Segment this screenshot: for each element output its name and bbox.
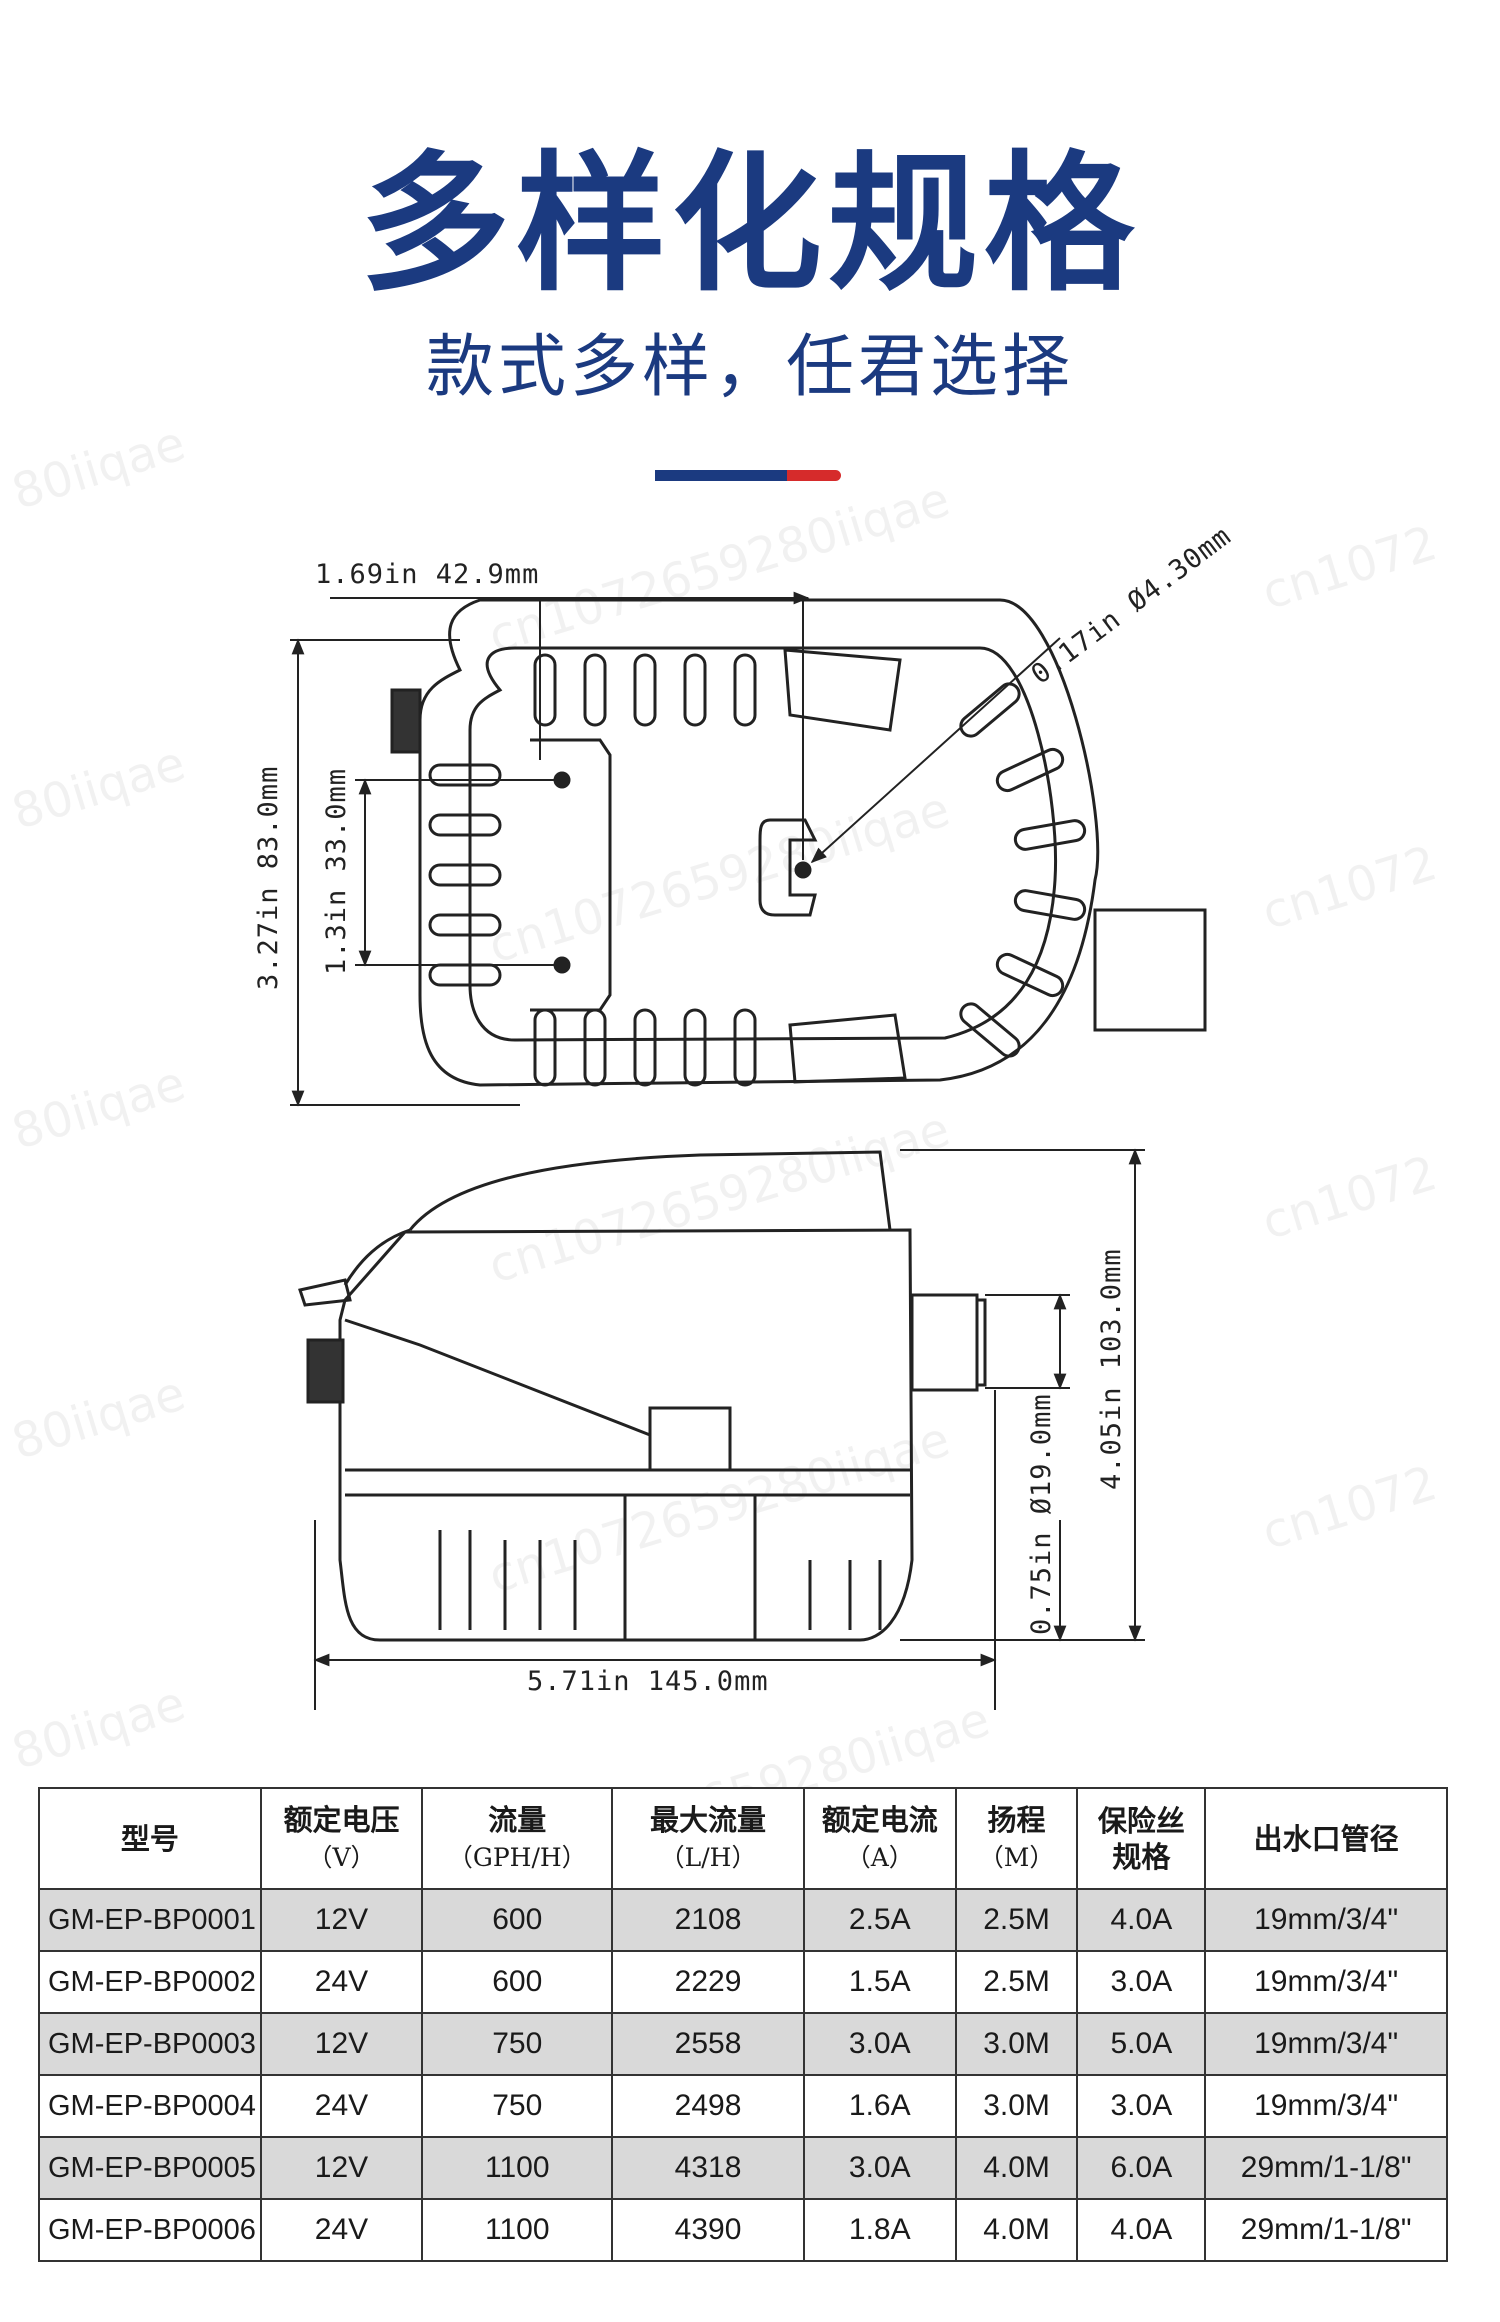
hole-diameter-dimension: 0.17in Ø4.30mm bbox=[1026, 520, 1238, 690]
table-row: GM-EP-BP0002 24V 600 2229 1.5A 2.5M 3.0A… bbox=[38, 1950, 1448, 2014]
cell-max-flow: 2108 bbox=[611, 1888, 805, 1952]
side-view-dimensions bbox=[313, 1148, 1145, 1710]
cell-head: 3.0M bbox=[954, 2012, 1079, 2076]
cell-fuse: 4.0A bbox=[1076, 2198, 1207, 2262]
cell-flow: 1100 bbox=[421, 2136, 614, 2200]
side-height-dimension: 4.05in 103.0mm bbox=[1096, 1248, 1127, 1490]
cell-voltage: 24V bbox=[259, 2074, 424, 2138]
cell-voltage: 24V bbox=[259, 2198, 424, 2262]
cell-voltage: 24V bbox=[259, 1950, 424, 2014]
header-max-flow: 最大流量（L/H） bbox=[611, 1787, 805, 1890]
cell-fuse: 6.0A bbox=[1076, 2136, 1207, 2200]
page-title: 多样化规格 bbox=[359, 138, 1140, 312]
pump-top-view bbox=[390, 598, 1207, 1087]
cell-head: 2.5M bbox=[954, 1888, 1079, 1952]
header-flow: 流量（GPH/H） bbox=[421, 1787, 614, 1890]
cell-max-flow: 4390 bbox=[611, 2198, 805, 2262]
top-view-dimensions bbox=[290, 591, 1061, 1107]
cell-max-flow: 2498 bbox=[611, 2074, 805, 2138]
cell-flow: 1100 bbox=[421, 2198, 614, 2262]
cell-fuse: 3.0A bbox=[1076, 1950, 1207, 2014]
spec-table: 型号 额定电压（V） 流量（GPH/H） 最大流量（L/H） 额定电流（A） 扬… bbox=[38, 1787, 1448, 2262]
page-subtitle: 款式多样，任君选择 bbox=[425, 328, 1074, 407]
inner-spacing-dimension: 1.3in 33.0mm bbox=[321, 768, 352, 975]
table-row: GM-EP-BP0006 24V 1100 4390 1.8A 4.0M 4.0… bbox=[38, 2198, 1448, 2262]
header-model: 型号 bbox=[38, 1787, 262, 1890]
cell-outlet: 29mm/1-1/8" bbox=[1204, 2136, 1448, 2200]
header-current: 额定电流（A） bbox=[802, 1787, 957, 1890]
cell-head: 2.5M bbox=[954, 1950, 1079, 2014]
table-header-row: 型号 额定电压（V） 流量（GPH/H） 最大流量（L/H） 额定电流（A） 扬… bbox=[38, 1787, 1448, 1890]
pump-technical-drawing: 1.69in 42.9mm 0.17in Ø4.30mm 3.27in 83.0… bbox=[253, 520, 1238, 1710]
cell-flow: 600 bbox=[421, 1888, 614, 1952]
accent-divider-red bbox=[787, 470, 841, 481]
pump-side-view bbox=[298, 1150, 987, 1642]
cell-head: 4.0M bbox=[954, 2136, 1079, 2200]
cell-max-flow: 4318 bbox=[611, 2136, 805, 2200]
cell-model: GM-EP-BP0006 bbox=[38, 2198, 262, 2262]
cell-max-flow: 2558 bbox=[611, 2012, 805, 2076]
cell-outlet: 19mm/3/4" bbox=[1204, 1888, 1448, 1952]
cell-current: 3.0A bbox=[802, 2012, 957, 2076]
accent-divider bbox=[655, 470, 841, 481]
cell-outlet: 29mm/1-1/8" bbox=[1204, 2198, 1448, 2262]
cell-current: 3.0A bbox=[802, 2136, 957, 2200]
side-length-dimension: 5.71in 145.0mm bbox=[527, 1666, 769, 1697]
cell-current: 1.5A bbox=[802, 1950, 957, 2014]
cell-outlet: 19mm/3/4" bbox=[1204, 2012, 1448, 2076]
outlet-diameter-dimension: 0.75in Ø19.0mm bbox=[1026, 1393, 1057, 1635]
header-fuse: 保险丝规格 bbox=[1076, 1787, 1207, 1890]
cell-current: 2.5A bbox=[802, 1888, 957, 1952]
cell-fuse: 5.0A bbox=[1076, 2012, 1207, 2076]
cell-current: 1.8A bbox=[802, 2198, 957, 2262]
header-head: 扬程（M） bbox=[954, 1787, 1079, 1890]
cell-head: 3.0M bbox=[954, 2074, 1079, 2138]
cell-model: GM-EP-BP0003 bbox=[38, 2012, 262, 2076]
table-row: GM-EP-BP0001 12V 600 2108 2.5A 2.5M 4.0A… bbox=[38, 1888, 1448, 1952]
accent-divider-blue bbox=[655, 470, 787, 481]
cell-model: GM-EP-BP0004 bbox=[38, 2074, 262, 2138]
cell-flow: 750 bbox=[421, 2012, 614, 2076]
cell-max-flow: 2229 bbox=[611, 1950, 805, 2014]
header-outlet: 出水口管径 bbox=[1204, 1787, 1448, 1890]
cell-flow: 750 bbox=[421, 2074, 614, 2138]
cell-flow: 600 bbox=[421, 1950, 614, 2014]
cell-model: GM-EP-BP0005 bbox=[38, 2136, 262, 2200]
cell-outlet: 19mm/3/4" bbox=[1204, 2074, 1448, 2138]
top-width-dimension: 1.69in 42.9mm bbox=[315, 559, 539, 590]
cell-fuse: 4.0A bbox=[1076, 1888, 1207, 1952]
cell-model: GM-EP-BP0002 bbox=[38, 1950, 262, 2014]
cell-voltage: 12V bbox=[259, 1888, 424, 1952]
cell-outlet: 19mm/3/4" bbox=[1204, 1950, 1448, 2014]
cell-voltage: 12V bbox=[259, 2136, 424, 2200]
header-voltage: 额定电压（V） bbox=[259, 1787, 424, 1890]
cell-model: GM-EP-BP0001 bbox=[38, 1888, 262, 1952]
top-height-dimension: 3.27in 83.0mm bbox=[253, 766, 284, 990]
cell-head: 4.0M bbox=[954, 2198, 1079, 2262]
table-row: GM-EP-BP0005 12V 1100 4318 3.0A 4.0M 6.0… bbox=[38, 2136, 1448, 2200]
cell-voltage: 12V bbox=[259, 2012, 424, 2076]
table-row: GM-EP-BP0003 12V 750 2558 3.0A 3.0M 5.0A… bbox=[38, 2012, 1448, 2076]
cell-fuse: 3.0A bbox=[1076, 2074, 1207, 2138]
cell-current: 1.6A bbox=[802, 2074, 957, 2138]
table-row: GM-EP-BP0004 24V 750 2498 1.6A 3.0M 3.0A… bbox=[38, 2074, 1448, 2138]
